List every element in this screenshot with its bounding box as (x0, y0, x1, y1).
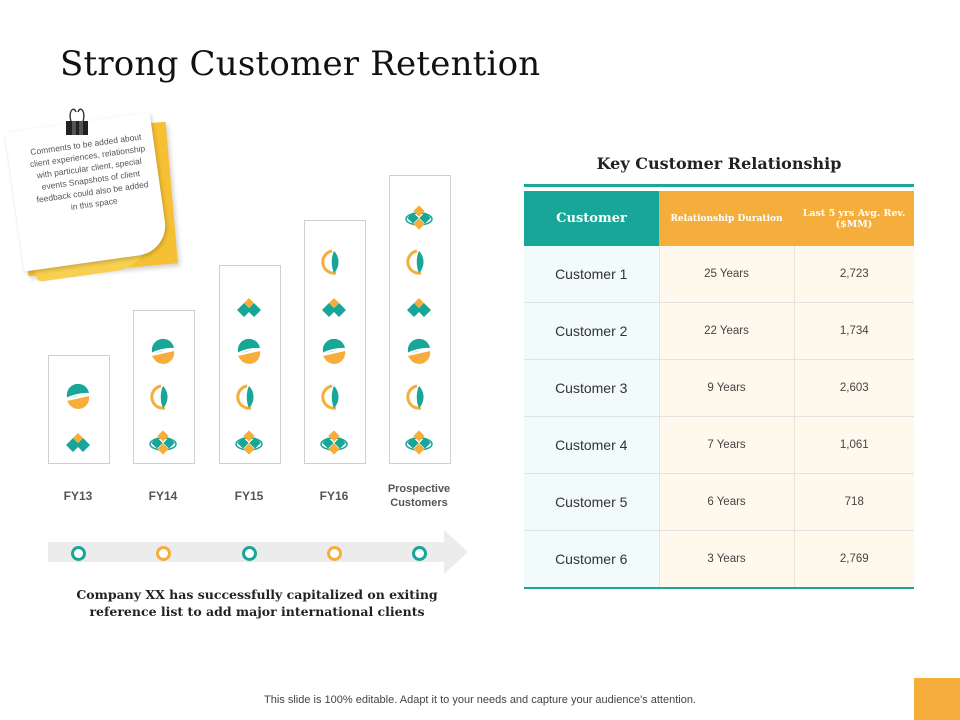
cell-customer: Customer 1 (524, 246, 660, 303)
header-duration: Relationship Duration (659, 191, 794, 246)
table-row: Customer 4 7 Years 1,061 (524, 416, 914, 474)
cell-revenue: 1,061 (794, 416, 914, 474)
cell-customer: Customer 3 (524, 359, 660, 417)
cell-duration: 6 Years (659, 473, 795, 531)
cell-revenue: 2,603 (794, 359, 914, 417)
petal-diamond-icon (404, 427, 434, 457)
petal-diamond-icon (404, 202, 434, 232)
bar-label: FY13 (63, 489, 93, 503)
corner-accent (914, 678, 960, 720)
table-row: Customer 6 3 Years 2,769 (524, 530, 914, 589)
globe-swoosh-icon (63, 382, 93, 412)
cell-customer: Customer 5 (524, 473, 660, 531)
globe-swoosh-icon (234, 337, 264, 367)
chevron-diamond-icon (63, 427, 93, 457)
ring-leaf-icon (319, 247, 349, 277)
caption: Company XX has successfully capitalized … (76, 587, 438, 619)
table-row: Customer 2 22 Years 1,734 (524, 302, 914, 360)
cell-duration: 3 Years (659, 530, 795, 589)
ring-leaf-icon (234, 382, 264, 412)
timeline-dot (327, 546, 342, 561)
cell-customer: Customer 6 (524, 530, 660, 589)
cell-duration: 25 Years (659, 246, 795, 303)
chevron-diamond-icon (319, 292, 349, 322)
bar-label: FY15 (234, 489, 264, 503)
petal-diamond-icon (234, 427, 264, 457)
globe-swoosh-icon (319, 337, 349, 367)
customer-table: Customer Relationship Duration Last 5 yr… (524, 191, 914, 589)
petal-diamond-icon (319, 427, 349, 457)
bar-label: FY14 (148, 489, 178, 503)
bar-fy15 (219, 265, 281, 464)
timeline-arrow (48, 530, 468, 574)
petal-diamond-icon (148, 427, 178, 457)
table-title: Key Customer Relationship (596, 154, 842, 173)
cell-duration: 9 Years (659, 359, 795, 417)
chevron-diamond-icon (404, 292, 434, 322)
table-row: Customer 3 9 Years 2,603 (524, 359, 914, 417)
ring-leaf-icon (404, 247, 434, 277)
bar-label: Prospective Customers (387, 483, 451, 509)
table-header-row: Customer Relationship Duration Last 5 yr… (524, 191, 914, 246)
timeline-dot (412, 546, 427, 561)
cell-revenue: 718 (794, 473, 914, 531)
chevron-diamond-icon (234, 292, 264, 322)
ring-leaf-icon (404, 382, 434, 412)
sticky-note: Comments to be added about client experi… (4, 104, 178, 283)
cell-revenue: 2,769 (794, 530, 914, 589)
cell-customer: Customer 2 (524, 302, 660, 360)
globe-swoosh-icon (404, 337, 434, 367)
table-row: Customer 5 6 Years 718 (524, 473, 914, 531)
timeline-dot (242, 546, 257, 561)
header-customer: Customer (524, 191, 659, 246)
globe-swoosh-icon (148, 337, 178, 367)
table-top-rule (524, 184, 914, 187)
cell-duration: 22 Years (659, 302, 795, 360)
cell-customer: Customer 4 (524, 416, 660, 474)
cell-duration: 7 Years (659, 416, 795, 474)
cell-revenue: 1,734 (794, 302, 914, 360)
timeline-dot (71, 546, 86, 561)
binder-clip-icon (66, 108, 88, 135)
ring-leaf-icon (319, 382, 349, 412)
table-row: Customer 1 25 Years 2,723 (524, 246, 914, 303)
header-revenue: Last 5 yrs Avg. Rev. ($MM) (794, 191, 914, 246)
footer-note: This slide is 100% editable. Adapt it to… (264, 694, 696, 706)
timeline-dot (156, 546, 171, 561)
ring-leaf-icon (148, 382, 178, 412)
slide-title: Strong Customer Retention (60, 44, 541, 84)
cell-revenue: 2,723 (794, 246, 914, 303)
bar-label: FY16 (319, 489, 349, 503)
